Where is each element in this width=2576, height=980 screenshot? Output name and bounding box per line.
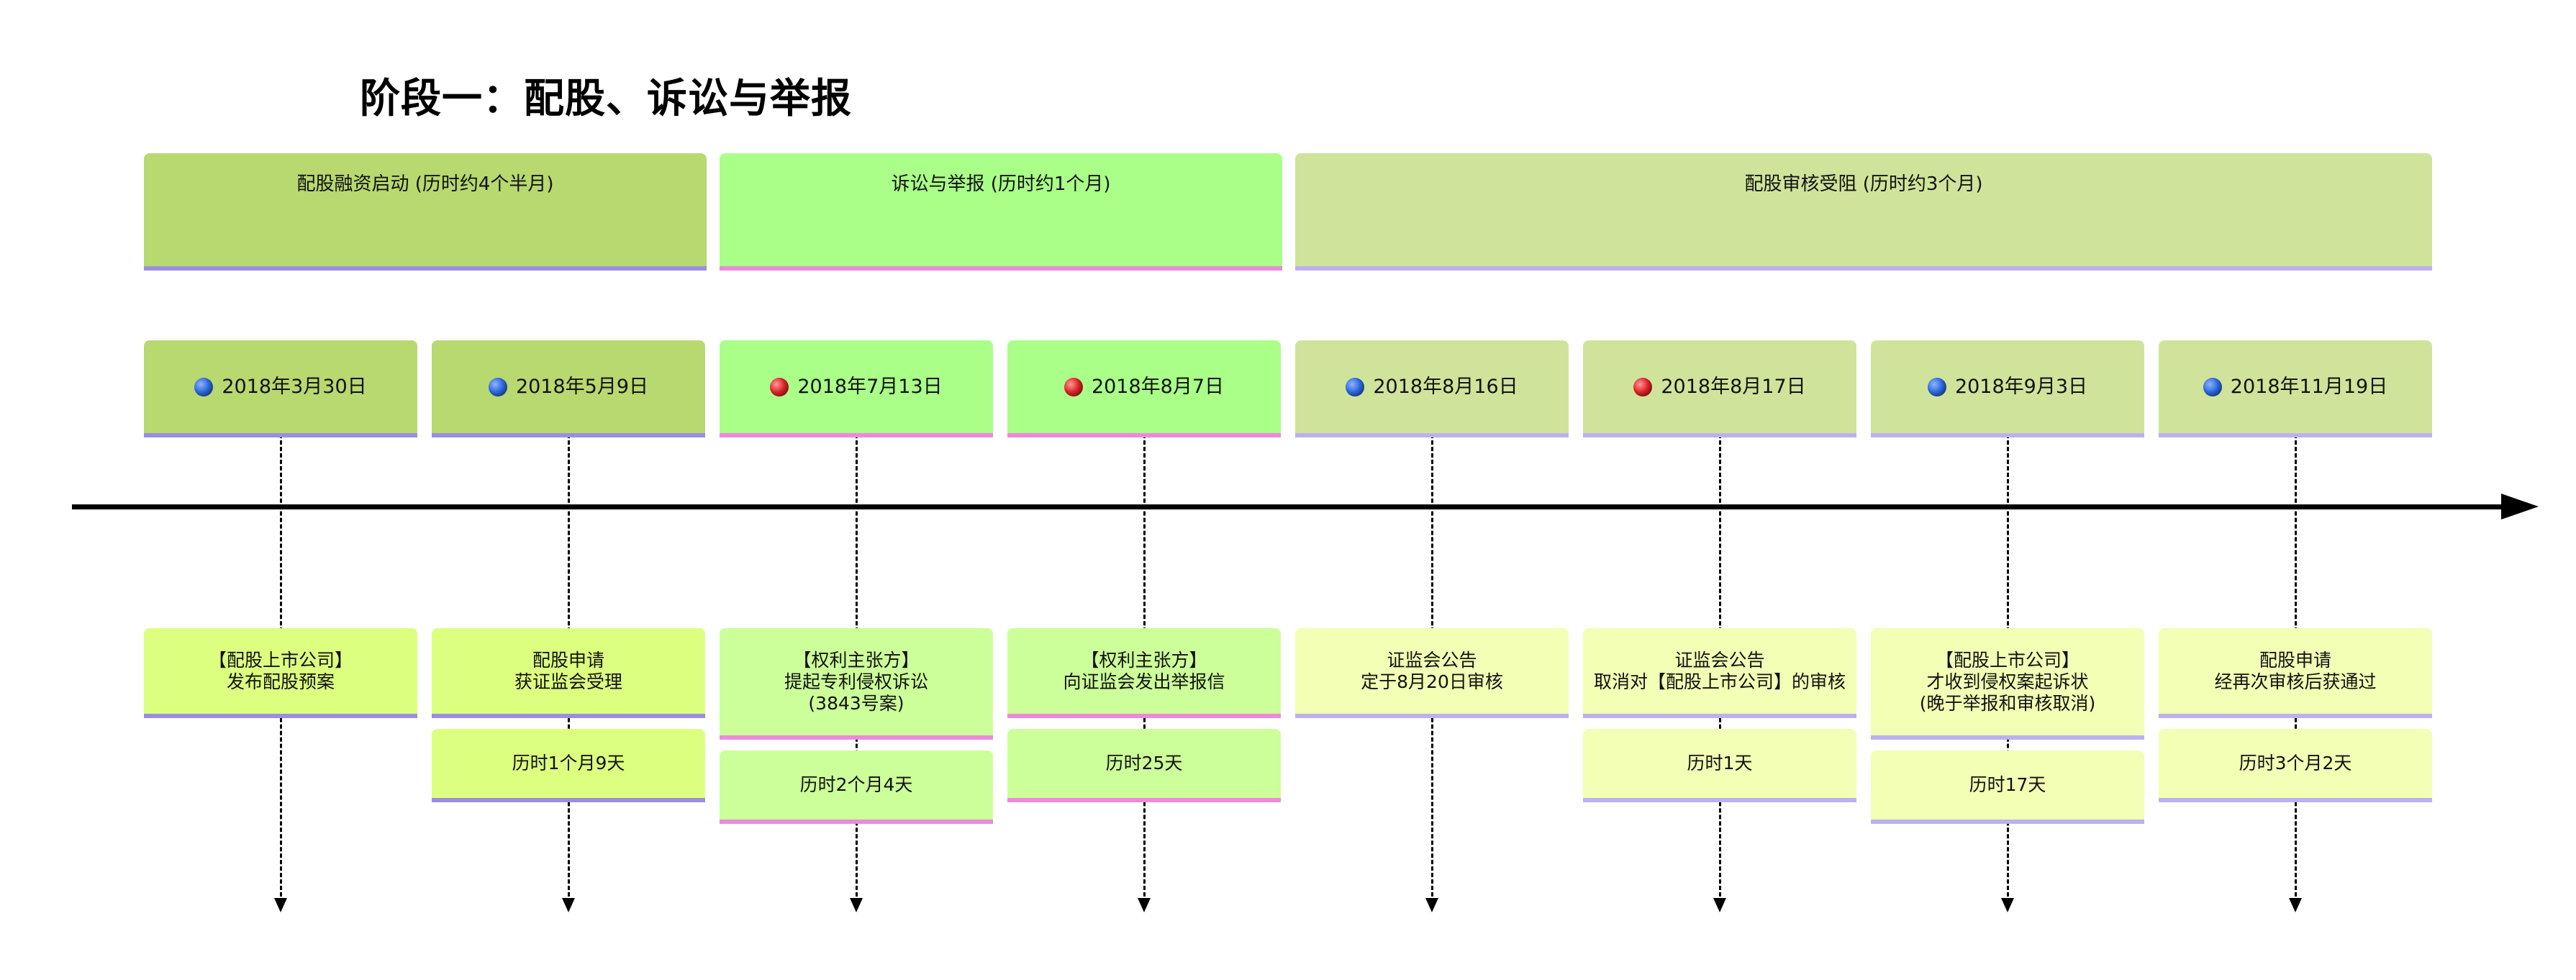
event-desc-4: 证监会公告 定于8月20日审核 bbox=[1361, 649, 1503, 692]
event-date-box-2: 2018年7月13日 bbox=[720, 340, 993, 437]
phase-box-1: 诉讼与举报 (历时约1个月) bbox=[720, 153, 1282, 271]
page-title: 阶段一：配股、诉讼与举报 bbox=[360, 76, 852, 122]
event-duration-box-3: 历时25天 bbox=[1007, 729, 1281, 802]
status-dot-icon bbox=[1927, 377, 1946, 396]
event-arrow-2 bbox=[850, 898, 863, 912]
event-date-1: 2018年5月9日 bbox=[515, 375, 649, 398]
event-desc-2: 【权利主张方】 提起专利侵权诉讼 (3843号案) bbox=[784, 649, 928, 714]
event-date-box-4: 2018年8月16日 bbox=[1295, 340, 1569, 437]
event-date-box-0: 2018年3月30日 bbox=[144, 340, 417, 437]
event-date-box-1: 2018年5月9日 bbox=[432, 340, 705, 437]
event-desc-box-4: 证监会公告 定于8月20日审核 bbox=[1295, 628, 1569, 718]
event-date-4: 2018年8月16日 bbox=[1373, 375, 1518, 398]
event-date-6: 2018年9月3日 bbox=[1954, 375, 2088, 398]
event-arrow-3 bbox=[1138, 898, 1151, 912]
event-duration-2: 历时2个月4天 bbox=[799, 774, 913, 795]
event-duration-3: 历时25天 bbox=[1105, 753, 1183, 773]
status-dot-icon bbox=[2203, 377, 2222, 396]
timeline-arrow-head bbox=[2501, 494, 2539, 520]
event-duration-6: 历时17天 bbox=[1969, 774, 2046, 795]
status-dot-icon bbox=[1346, 377, 1365, 396]
event-date-5: 2018年8月17日 bbox=[1661, 375, 1806, 398]
event-desc-5: 证监会公告 取消对【配股上市公司】的审核 bbox=[1593, 649, 1846, 692]
status-dot-icon bbox=[1063, 377, 1083, 396]
event-desc-box-5: 证监会公告 取消对【配股上市公司】的审核 bbox=[1583, 628, 1856, 718]
event-date-0: 2018年3月30日 bbox=[222, 375, 367, 398]
event-duration-box-7: 历时3个月2天 bbox=[2159, 729, 2432, 802]
status-dot-icon bbox=[1633, 377, 1653, 396]
phase-box-0: 配股融资启动 (历时约4个半月) bbox=[144, 153, 707, 271]
event-date-3: 2018年8月7日 bbox=[1091, 375, 1225, 398]
event-desc-box-6: 【配股上市公司】 才收到侵权案起诉状 (晚于举报和审核取消) bbox=[1871, 628, 2144, 740]
status-dot-icon bbox=[770, 377, 789, 396]
phase-box-2: 配股审核受阻 (历时约3个月) bbox=[1295, 153, 2432, 271]
event-arrow-0 bbox=[274, 898, 287, 912]
event-desc-6: 【配股上市公司】 才收到侵权案起诉状 (晚于举报和审核取消) bbox=[1919, 649, 2096, 714]
event-duration-1: 历时1个月9天 bbox=[512, 753, 625, 773]
phase-label-2: 配股审核受阻 (历时约3个月) bbox=[1744, 173, 1983, 195]
event-desc-1: 配股申请 获证监会受理 bbox=[514, 649, 622, 692]
event-date-box-7: 2018年11月19日 bbox=[2159, 340, 2432, 437]
event-duration-box-1: 历时1个月9天 bbox=[432, 729, 705, 802]
event-duration-box-6: 历时17天 bbox=[1871, 750, 2144, 824]
event-arrow-7 bbox=[2289, 898, 2302, 912]
status-dot-icon bbox=[488, 377, 507, 396]
event-arrow-6 bbox=[2001, 898, 2014, 912]
event-date-2: 2018年7月13日 bbox=[797, 375, 943, 398]
event-duration-box-5: 历时1天 bbox=[1583, 729, 1856, 802]
phase-label-0: 配股融资启动 (历时约4个半月) bbox=[296, 173, 554, 195]
event-arrow-4 bbox=[1425, 898, 1438, 912]
event-desc-7: 配股申请 经再次审核后获通过 bbox=[2214, 649, 2377, 692]
phase-label-1: 诉讼与举报 (历时约1个月) bbox=[891, 173, 1111, 195]
event-duration-5: 历时1天 bbox=[1687, 753, 1753, 773]
event-desc-0: 【配股上市公司】 发布配股预案 bbox=[208, 649, 353, 692]
event-desc-box-0: 【配股上市公司】 发布配股预案 bbox=[144, 628, 417, 718]
event-desc-box-1: 配股申请 获证监会受理 bbox=[432, 628, 705, 718]
event-desc-box-7: 配股申请 经再次审核后获通过 bbox=[2159, 628, 2432, 718]
event-date-7: 2018年11月19日 bbox=[2230, 375, 2388, 398]
timeline-axis bbox=[72, 504, 2504, 509]
event-duration-box-2: 历时2个月4天 bbox=[720, 750, 993, 824]
event-desc-box-3: 【权利主张方】 向证监会发出举报信 bbox=[1007, 628, 1281, 718]
event-date-box-6: 2018年9月3日 bbox=[1871, 340, 2144, 437]
event-arrow-1 bbox=[562, 898, 575, 912]
status-dot-icon bbox=[194, 377, 214, 396]
event-desc-3: 【权利主张方】 向证监会发出举报信 bbox=[1063, 649, 1225, 692]
event-date-box-5: 2018年8月17日 bbox=[1583, 340, 1856, 437]
event-duration-7: 历时3个月2天 bbox=[2239, 753, 2352, 773]
event-arrow-5 bbox=[1713, 898, 1726, 912]
event-date-box-3: 2018年8月7日 bbox=[1007, 340, 1281, 437]
event-desc-box-2: 【权利主张方】 提起专利侵权诉讼 (3843号案) bbox=[720, 628, 993, 740]
